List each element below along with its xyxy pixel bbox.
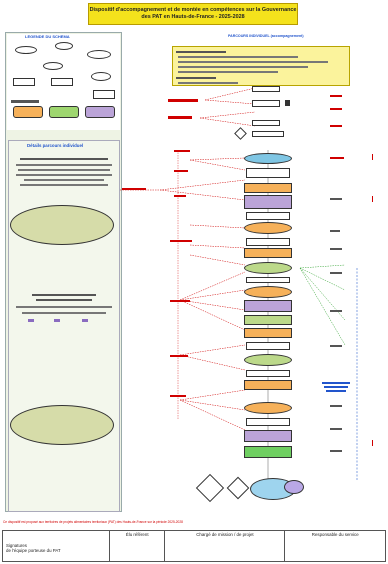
legend-box-3: [93, 90, 115, 99]
flow-box-green-1: [244, 315, 292, 325]
col-charge: Chargé de mission / de projet: [164, 530, 286, 562]
details-ellipse-2: [10, 405, 114, 445]
flow-box-3: [246, 238, 290, 246]
flow-ellipse-green-2: [244, 354, 292, 366]
top-box-2: [252, 100, 280, 107]
center-header: PARCOURS INDIVIDUEL (accompagnement): [228, 34, 304, 38]
legend-green-box: [49, 106, 79, 118]
top-box-1: [252, 86, 280, 92]
signature-table: Signatures de l'équipe porteuse du PAT É…: [2, 530, 386, 562]
red-label-7: [170, 300, 190, 302]
legend-box-2: [51, 78, 73, 86]
right-label-2: [330, 108, 342, 110]
top-box-3: [252, 120, 280, 126]
legend-shape-1: [15, 46, 37, 54]
details-block-1: [14, 156, 114, 190]
legend-panel: LÉGENDE DU SCHÉMA: [7, 34, 120, 130]
right-label-3: [330, 125, 342, 127]
right-label-11: [330, 405, 342, 407]
red-label-1: [168, 99, 198, 102]
red-connectors: [120, 87, 256, 431]
flow-ellipse-orange-3: [244, 402, 292, 414]
flag-icon-2: [372, 196, 376, 202]
right-label-4: [330, 157, 344, 159]
flow-box-purple-3: [244, 430, 292, 442]
flow-ellipse-orange-1: [244, 222, 292, 234]
red-label-9: [170, 395, 186, 397]
flow-box-6: [246, 370, 290, 377]
red-label-5: [174, 195, 186, 197]
details-block-2: [14, 292, 114, 328]
flow-ellipse-purple-end: [284, 480, 304, 494]
legend-label-bar: [11, 100, 39, 103]
right-label-blue: [322, 382, 350, 392]
flag-icon-1: [372, 154, 376, 160]
right-label-9: [330, 310, 342, 312]
right-label-10: [330, 345, 342, 347]
right-label-12: [330, 428, 342, 430]
flow-box-orange-4: [244, 380, 292, 390]
legend-box-1: [13, 78, 35, 86]
col-resp: Responsable du service: [284, 530, 386, 562]
flow-box-7: [246, 418, 290, 426]
legend-shape-3: [87, 50, 111, 59]
flow-ellipse-green-1: [244, 262, 292, 274]
legend-shape-4: [43, 62, 63, 70]
right-label-6: [330, 230, 340, 232]
flow-ellipse-1: [244, 153, 292, 164]
title-line-2: des PAT en Hauts-de-France - 2025-2028: [141, 14, 245, 20]
flow-box-orange-3: [244, 328, 292, 338]
col-elu: Élu référent: [108, 530, 166, 562]
legend-shape-5: [91, 72, 111, 81]
red-label-8: [170, 355, 188, 357]
legend-shape-2: [55, 42, 73, 50]
green-connectors: [299, 264, 346, 346]
top-box-icon: [285, 100, 290, 106]
footer-note: Ce dispositif est proposé aux territoire…: [3, 520, 183, 524]
red-label-2: [168, 116, 192, 119]
details-panel: Détails parcours individuel: [8, 140, 120, 512]
flow-box-purple-1: [244, 195, 292, 209]
red-label-6: [170, 240, 192, 242]
red-label-3: [174, 150, 190, 152]
legend-orange-box: [13, 106, 43, 118]
right-label-8: [330, 272, 342, 274]
red-label-left: [122, 188, 146, 190]
flow-box-orange-1: [244, 183, 292, 193]
info-box: [172, 46, 350, 86]
flag-icon-3: [372, 440, 376, 446]
right-label-5: [330, 198, 342, 200]
details-title: Détails parcours individuel: [27, 143, 84, 148]
signatures-label: Signatures de l'équipe porteuse du PAT: [2, 530, 110, 562]
flow-box-5: [246, 342, 290, 350]
flow-box-orange-2: [244, 248, 292, 258]
top-box-4: [252, 131, 284, 137]
details-ellipse-1: [10, 205, 114, 245]
flow-box-1: [246, 168, 290, 178]
right-label-13: [330, 450, 342, 452]
flow-box-green-2: [244, 446, 292, 458]
flow-ellipse-orange-2: [244, 286, 292, 298]
legend-title: LÉGENDE DU SCHÉMA: [25, 35, 70, 39]
flow-box-purple-2: [244, 300, 292, 312]
title-line-1: Dispositif d'accompagnement et de montée…: [89, 7, 297, 13]
right-label-1: [330, 95, 342, 97]
flow-box-2: [246, 212, 290, 220]
legend-purple-box: [85, 106, 115, 118]
red-label-4: [174, 170, 188, 172]
right-label-7: [330, 248, 342, 250]
page-title: Dispositif d'accompagnement et de montée…: [88, 3, 298, 25]
flow-box-4: [246, 277, 290, 283]
